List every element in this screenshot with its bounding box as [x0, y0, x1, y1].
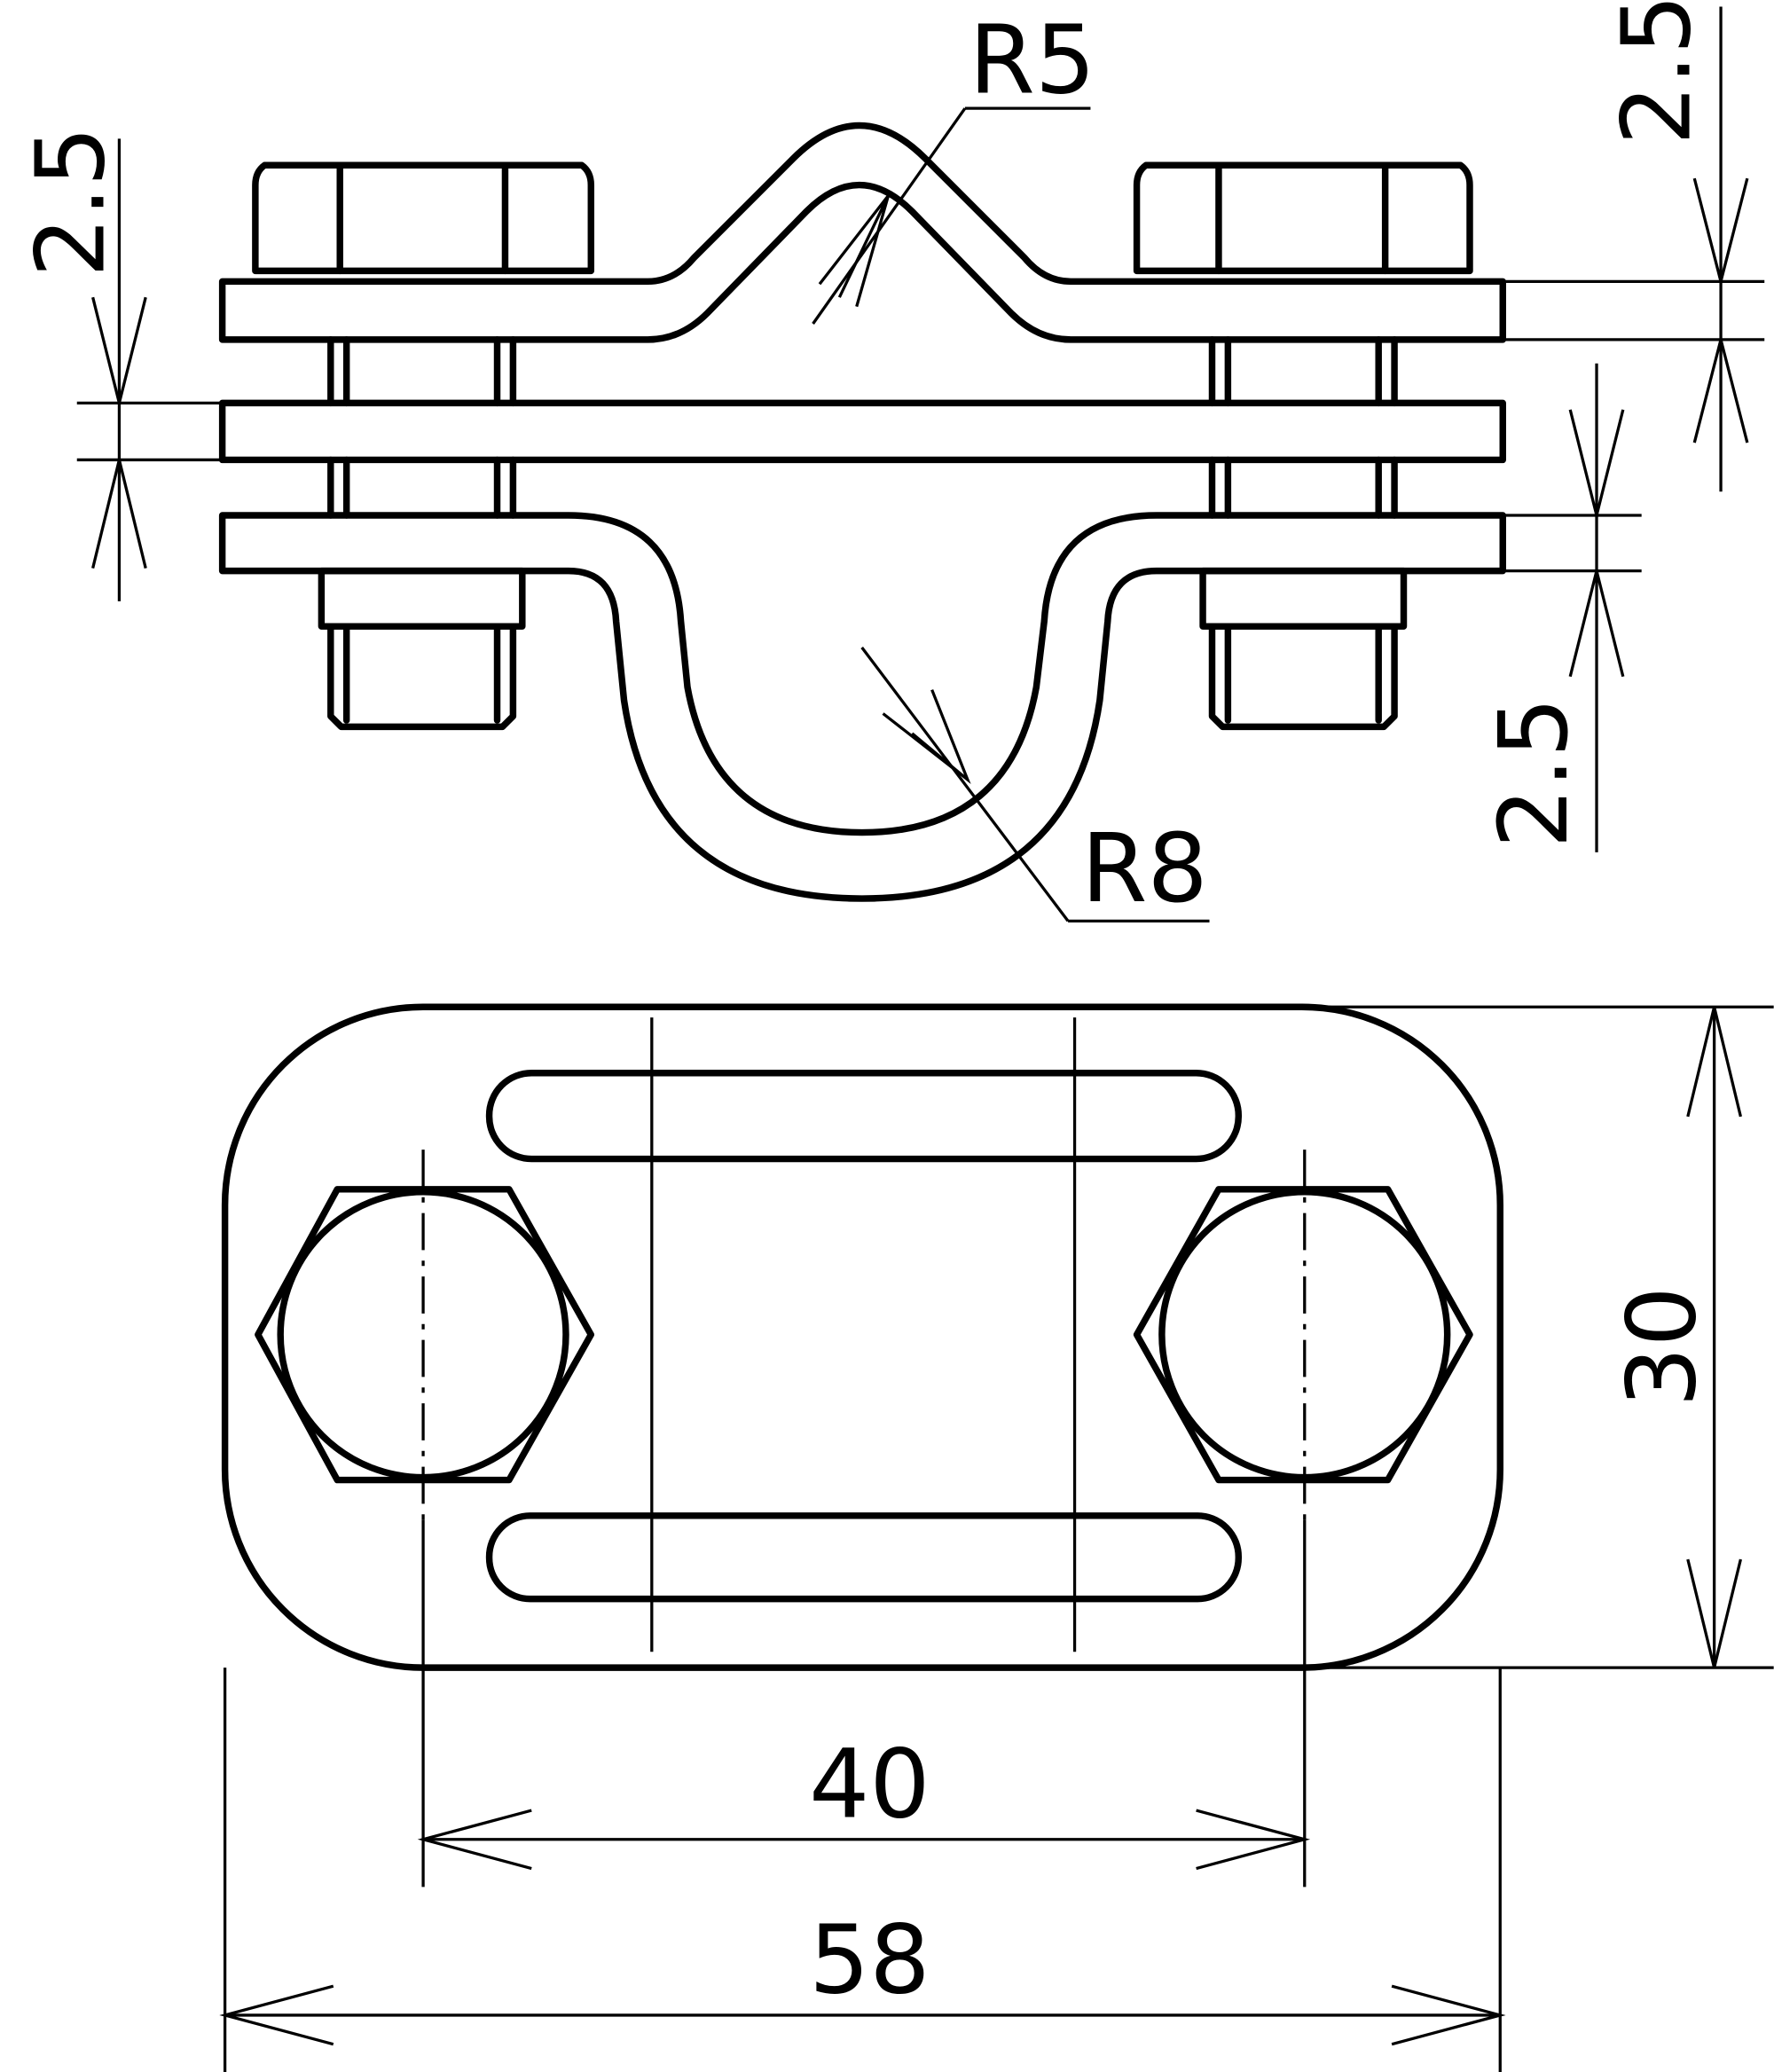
dim-height: 30 [1322, 1005, 1774, 1669]
thickness-right-bottom-label: 2.5 [1479, 697, 1590, 849]
thickness-right-top-label: 2.5 [1601, 0, 1712, 145]
slot-top [485, 1069, 1243, 1163]
top-strap [218, 122, 1506, 343]
bolt-spacing-label: 40 [809, 1729, 930, 1840]
r5-label: R5 [969, 4, 1095, 115]
r8-label: R8 [1081, 813, 1208, 924]
strap-edge-lines [650, 1017, 1077, 1652]
radius-r5-callout: R5 [812, 4, 1095, 325]
base-plate [221, 1003, 1503, 1671]
dim-thickness-left: 2.5 [16, 126, 223, 601]
bolt-head-right [1133, 161, 1473, 275]
slot-bottom [485, 1512, 1243, 1603]
bolt-shanks [327, 336, 1398, 519]
dim-overall-width: 58 [219, 1668, 1506, 2072]
bolt-head-left [252, 161, 595, 275]
dim-bolt-spacing: 40 [417, 1519, 1311, 1888]
bottom-strap [218, 512, 1506, 902]
height-label: 30 [1606, 1286, 1717, 1407]
middle-bar [218, 399, 1506, 464]
dim-thickness-right-bottom: 2.5 [1479, 363, 1642, 852]
side-view: R5 R8 2.5 2.5 [16, 0, 1765, 924]
dim-thickness-right-top: 2.5 [1503, 0, 1765, 492]
radius-r8-callout: R8 [860, 647, 1210, 924]
overall-width-label: 58 [809, 1905, 930, 2016]
thickness-left-label: 2.5 [16, 126, 127, 278]
nut-right [1199, 567, 1408, 731]
nut-left [318, 567, 526, 731]
plan-view: 30 40 58 [219, 1003, 1774, 2072]
